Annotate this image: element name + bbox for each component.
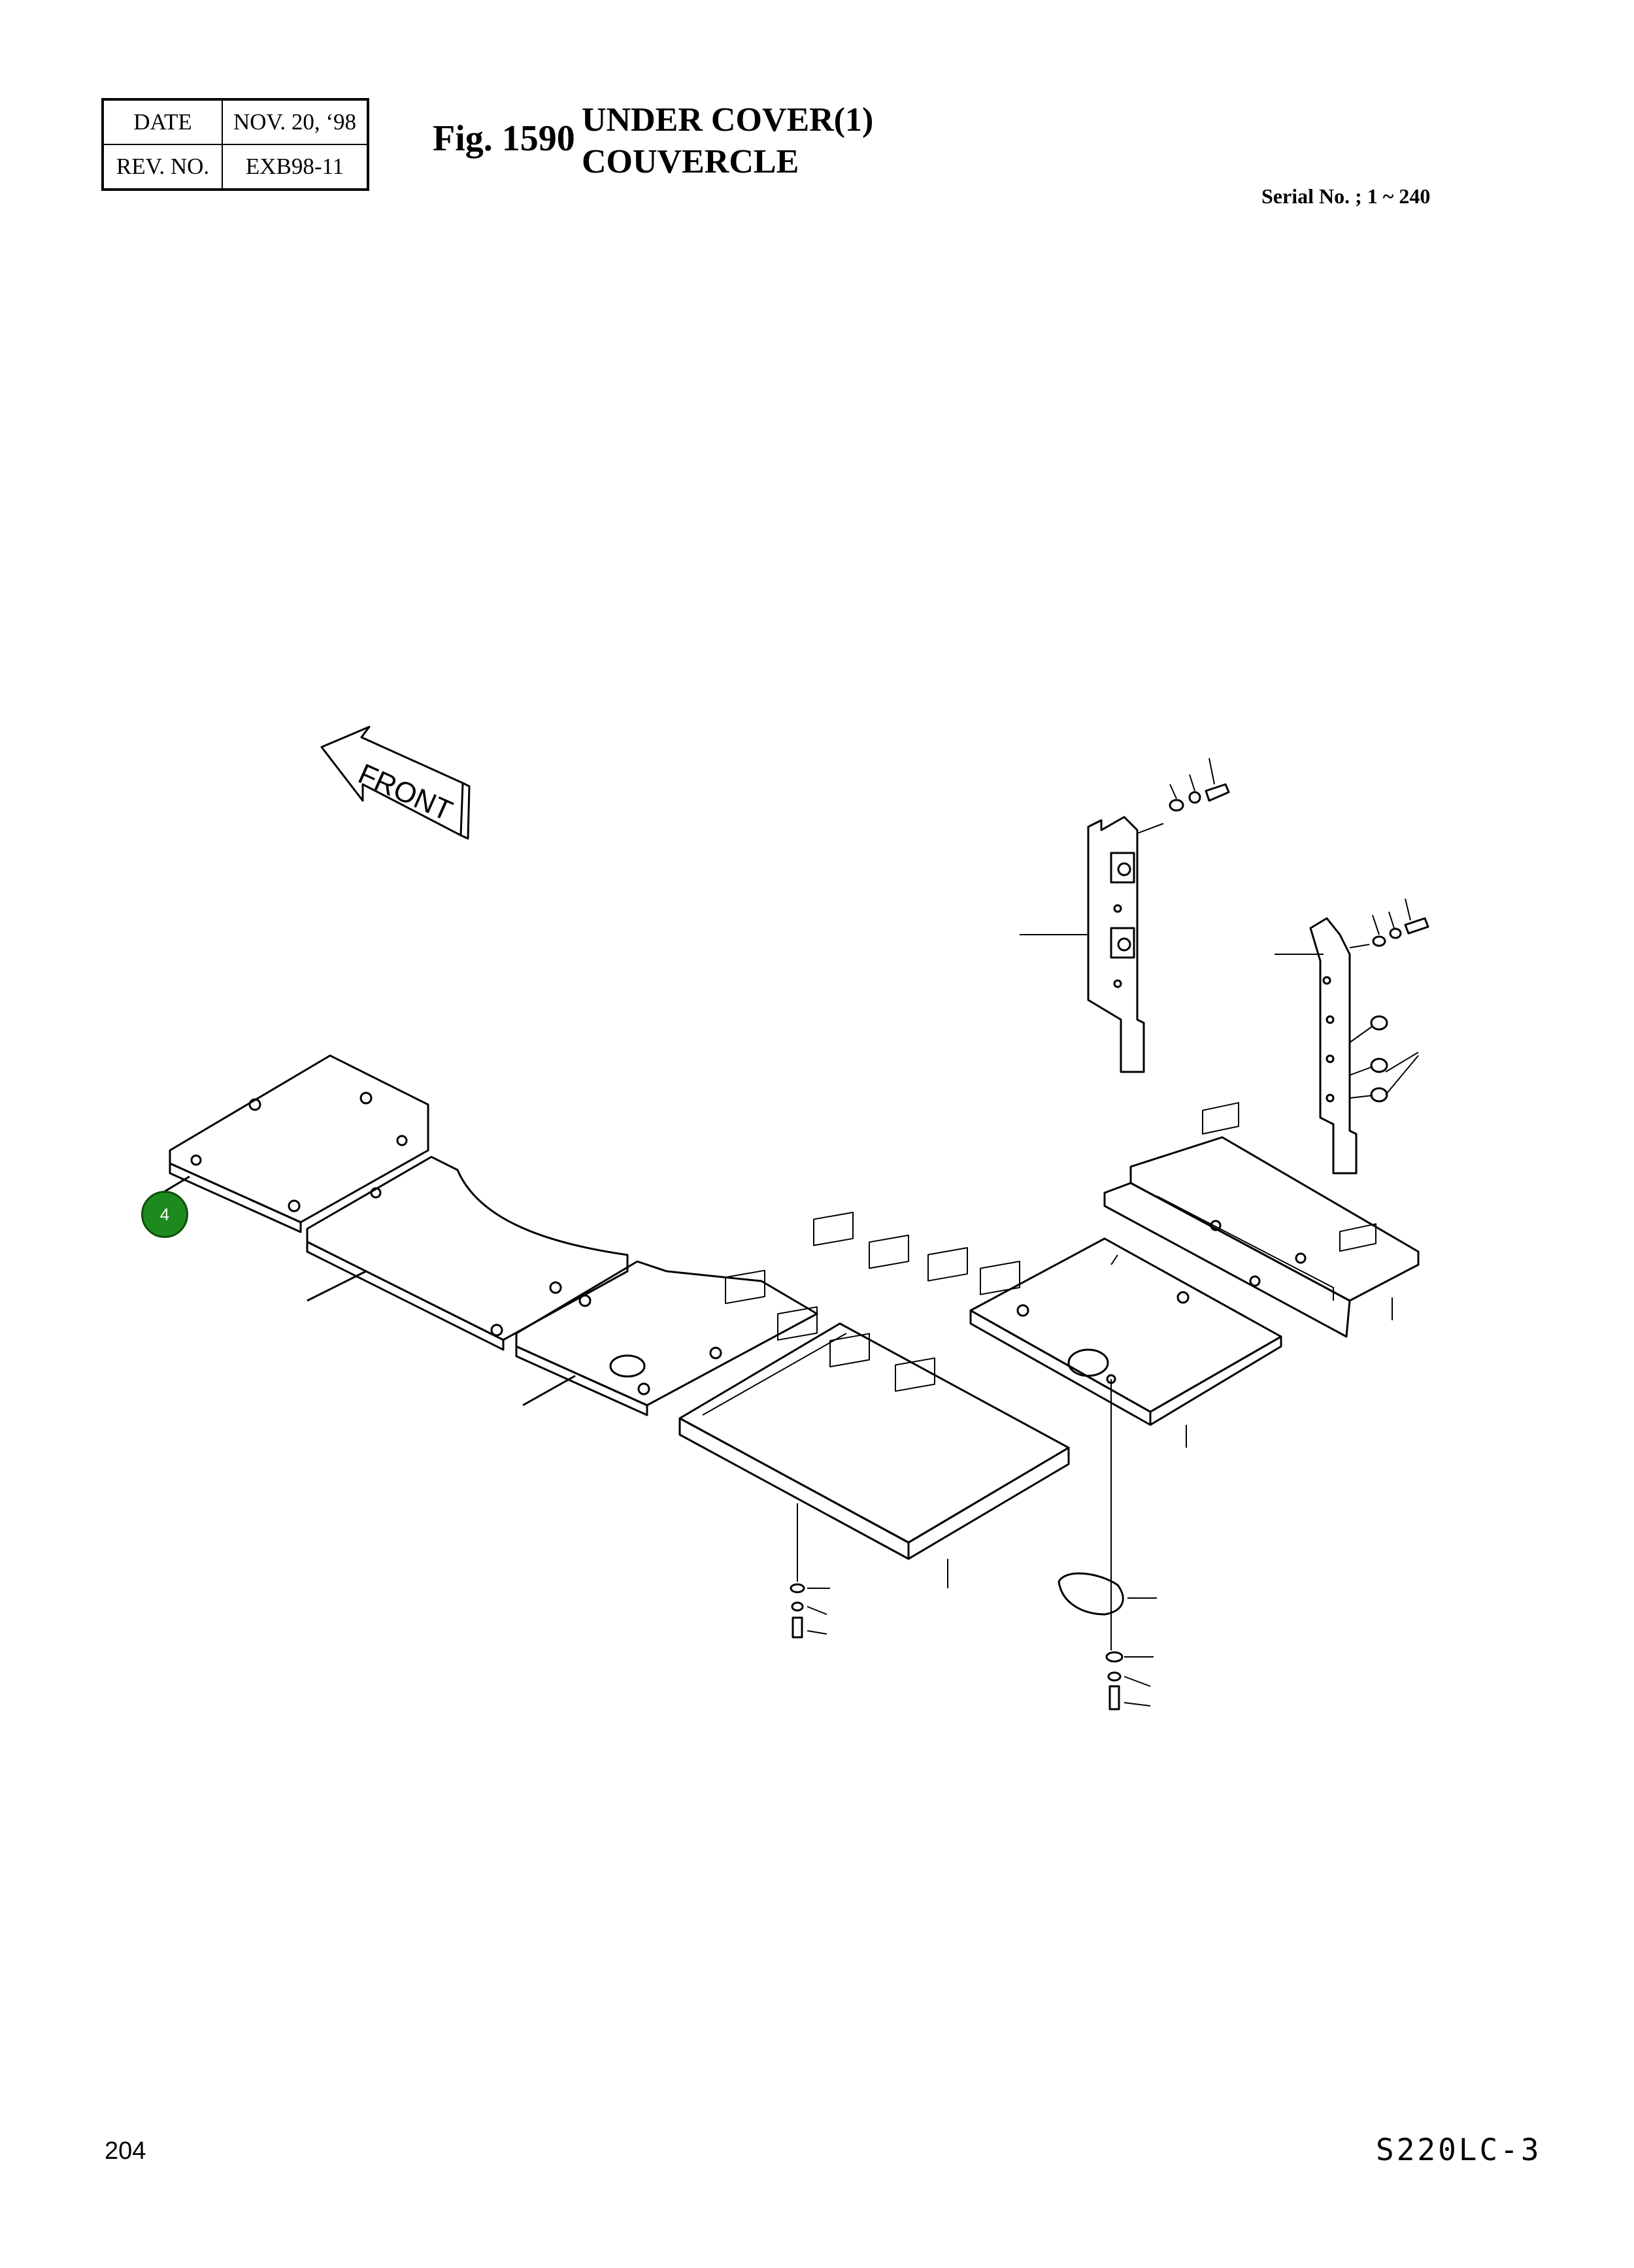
rear-perforated-plate <box>1103 1102 1420 1338</box>
front-center-plate <box>515 1260 818 1416</box>
model-number: S220LC-3 <box>1376 2132 1542 2167</box>
perforated-center-plate <box>678 1211 1070 1588</box>
left-cover-plate <box>156 1054 429 1233</box>
vertical-bracket-right <box>1275 898 1429 1175</box>
date-label: DATE <box>102 99 223 145</box>
rev-label: REV. NO. <box>102 144 223 190</box>
title-french: COUVERCLE <box>582 143 799 180</box>
vertical-bracket-left <box>1020 758 1230 1073</box>
page-number: 204 <box>105 2137 146 2165</box>
bolt-stack-left <box>790 1583 830 1639</box>
rev-value: EXB98-11 <box>222 144 369 190</box>
callout-4[interactable]: 4 <box>141 1191 188 1238</box>
front-arrow: FRONT <box>320 725 471 840</box>
figure-title: UNDER COVER(1) COUVERCLE <box>582 99 873 183</box>
right-lower-plate <box>969 1237 1282 1650</box>
revision-table: DATE NOV. 20, ‘98 REV. NO. EXB98-11 <box>101 98 369 191</box>
bolt-stack-right <box>1105 1651 1154 1710</box>
date-value: NOV. 20, ‘98 <box>222 99 369 145</box>
middle-cover-plate <box>306 1156 629 1351</box>
serial-range: Serial No. ; 1 ~ 240 <box>1261 184 1431 208</box>
title-english: UNDER COVER(1) <box>582 101 874 139</box>
access-cover <box>1058 1572 1157 1616</box>
figure-number: Fig. 1590 <box>433 118 575 159</box>
